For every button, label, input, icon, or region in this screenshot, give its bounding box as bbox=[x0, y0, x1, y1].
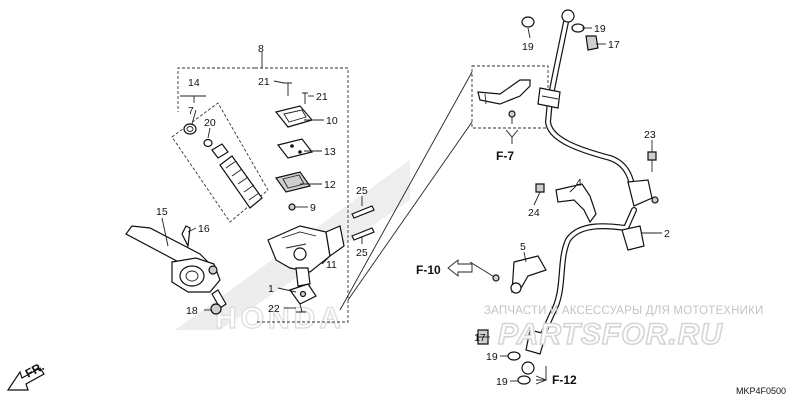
hose-stay bbox=[477, 79, 531, 105]
callout-5: 5 bbox=[520, 241, 526, 253]
reservoir-cap bbox=[274, 105, 314, 128]
callout-8: 8 bbox=[258, 43, 264, 55]
watermark-brand: PARTSFOR.RU bbox=[498, 318, 723, 351]
callout-2: 2 bbox=[664, 228, 670, 240]
callout-14: 14 bbox=[188, 77, 200, 89]
piston-kit-box bbox=[171, 95, 269, 223]
banjo-bolt-top bbox=[571, 23, 599, 51]
master-cylinder-kit-box bbox=[177, 52, 349, 323]
callout-19-top: 19 bbox=[594, 23, 606, 35]
honda-logo-text: HONDA bbox=[215, 302, 345, 335]
lower-brake-hose bbox=[521, 207, 645, 375]
f10-arrow bbox=[447, 259, 473, 277]
callout-21: 21 bbox=[316, 91, 328, 103]
callout-17-top: 17 bbox=[608, 39, 620, 51]
front-direction-arrow bbox=[6, 367, 45, 391]
master-cylinder bbox=[267, 225, 345, 313]
callout-labels: 8 14 7 20 21 21 10 13 12 9 11 1 22 15 16… bbox=[156, 23, 670, 388]
callout-16: 16 bbox=[198, 223, 210, 235]
watermark-subtitle: ЗАПЧАСТИ И АКСЕССУАРЫ ДЛЯ МОТОТЕХНИКИ bbox=[484, 305, 764, 317]
brake-lever bbox=[125, 225, 227, 315]
upper-brake-hose bbox=[521, 9, 659, 207]
callout-19-bottom: 19 bbox=[496, 376, 508, 388]
leader-line bbox=[339, 71, 473, 311]
diaphragm bbox=[274, 171, 312, 193]
callout-1: 1 bbox=[268, 283, 274, 295]
callout-25-bottom: 25 bbox=[356, 247, 368, 259]
callout-10: 10 bbox=[326, 115, 338, 127]
callout-24: 24 bbox=[528, 207, 540, 219]
callout-7: 7 bbox=[188, 105, 194, 117]
callout-23: 23 bbox=[644, 129, 656, 141]
callout-9: 9 bbox=[310, 202, 316, 214]
callout-13: 13 bbox=[324, 146, 336, 158]
callout-21-top: 21 bbox=[258, 76, 270, 88]
bolts-25 bbox=[351, 205, 375, 241]
callout-19-mid: 19 bbox=[486, 351, 498, 363]
ref-f7: F-7 bbox=[496, 149, 514, 163]
ref-f10: F-10 bbox=[416, 263, 441, 277]
callout-18: 18 bbox=[186, 305, 198, 317]
diagram-code: MKP4F0500 bbox=[736, 386, 786, 396]
ref-f12: F-12 bbox=[552, 373, 577, 387]
callout-19-left: 19 bbox=[522, 41, 534, 53]
callout-20: 20 bbox=[204, 117, 216, 129]
callout-17-bottom: 17 bbox=[474, 332, 486, 344]
callout-leaders bbox=[161, 27, 662, 382]
reservoir-plate bbox=[276, 138, 314, 159]
callout-22: 22 bbox=[268, 303, 280, 315]
piston-kit bbox=[183, 123, 263, 209]
bolt-23 bbox=[647, 151, 657, 172]
hose-clamp bbox=[535, 183, 597, 224]
f7-arrow bbox=[505, 129, 519, 144]
callout-25-top: 25 bbox=[356, 185, 368, 197]
leader-line bbox=[347, 121, 473, 301]
callout-11: 11 bbox=[326, 259, 337, 271]
stay-screw-head bbox=[508, 110, 516, 118]
callout-4: 4 bbox=[576, 177, 582, 189]
hose-guide bbox=[469, 255, 547, 294]
callout-15: 15 bbox=[156, 206, 168, 218]
callout-12: 12 bbox=[324, 179, 336, 191]
